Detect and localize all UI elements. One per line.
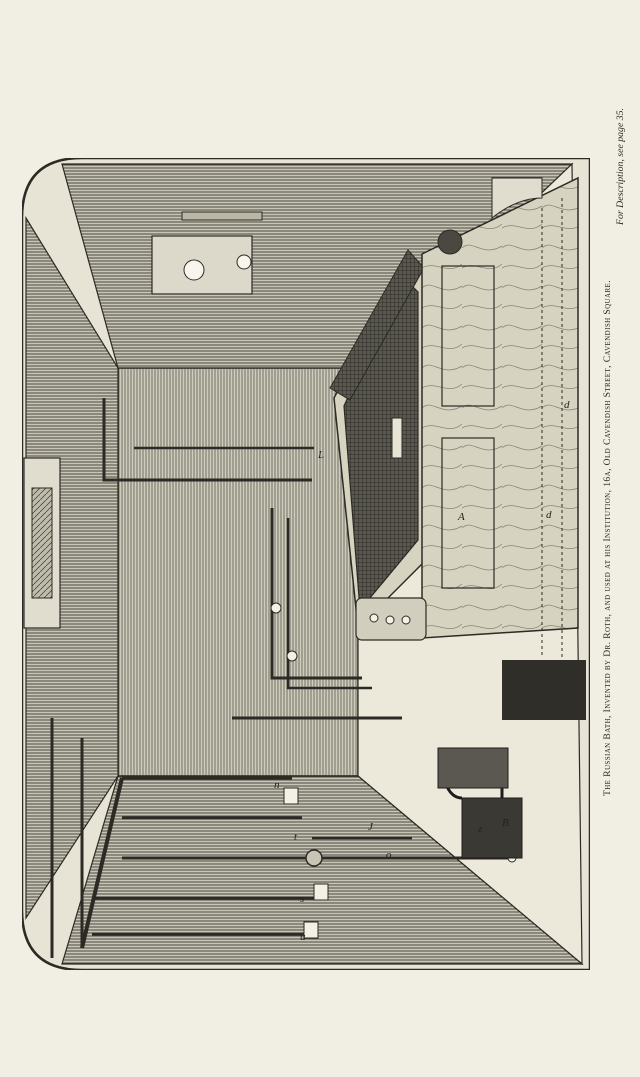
pipe-joint-icon — [270, 602, 282, 614]
pipe-joint-icon — [286, 650, 298, 662]
tap-icon — [283, 787, 299, 805]
label-n: n — [274, 779, 280, 791]
clock-icon — [236, 254, 252, 270]
label-a: A — [457, 511, 465, 523]
label-L: L — [317, 449, 324, 461]
valve-knob-icon — [401, 615, 411, 625]
engraving-plate: A B d d o t n s u J L z — [22, 158, 590, 970]
tap-icon — [303, 921, 319, 939]
thermometer — [181, 211, 263, 221]
diagonal-rail — [80, 777, 124, 949]
caption-title: The Russian Bath, Invented by Dr. Roth, … — [602, 279, 613, 797]
wall-outlet-icon — [437, 229, 463, 255]
valve-wheel-icon — [305, 849, 323, 867]
label-z: z — [477, 823, 483, 835]
valve-knob-icon — [369, 613, 379, 623]
caption-reference: For Description, see page 35. — [615, 108, 626, 225]
label-o: o — [386, 849, 392, 861]
skylight-glass — [31, 487, 53, 599]
back-wall — [117, 367, 359, 777]
label-t: t — [294, 831, 298, 843]
label-J: J — [368, 821, 374, 833]
caption: The Russian Bath, Invented by Dr. Roth, … — [601, 38, 627, 1038]
russian-bath-engraving: A B d d o t n s u J L z — [22, 158, 590, 970]
cabinet-panel-top — [441, 265, 495, 407]
tap-icon — [313, 883, 329, 901]
label-d2: d — [564, 399, 570, 411]
gauge-icon — [183, 259, 205, 281]
marble-cabinet — [421, 176, 579, 639]
stool-back — [437, 747, 509, 789]
label-u: u — [300, 931, 306, 943]
vertical-pipe — [270, 508, 362, 680]
ceiling-skylight — [23, 457, 61, 629]
couch-marker — [391, 417, 403, 459]
caption-area: The Russian Bath, Invented by Dr. Roth, … — [588, 0, 640, 1077]
label-d: d — [546, 509, 552, 521]
label-b: B — [502, 817, 509, 829]
valve-knob-icon — [385, 615, 395, 625]
wall-bracket — [491, 177, 543, 220]
bath-stool — [461, 797, 523, 859]
cabinet-panel-bottom — [441, 437, 495, 589]
water-pipe — [102, 398, 312, 482]
label-s: s — [300, 893, 304, 905]
vertical-pipe — [286, 518, 372, 690]
floor-shadow — [502, 660, 586, 720]
